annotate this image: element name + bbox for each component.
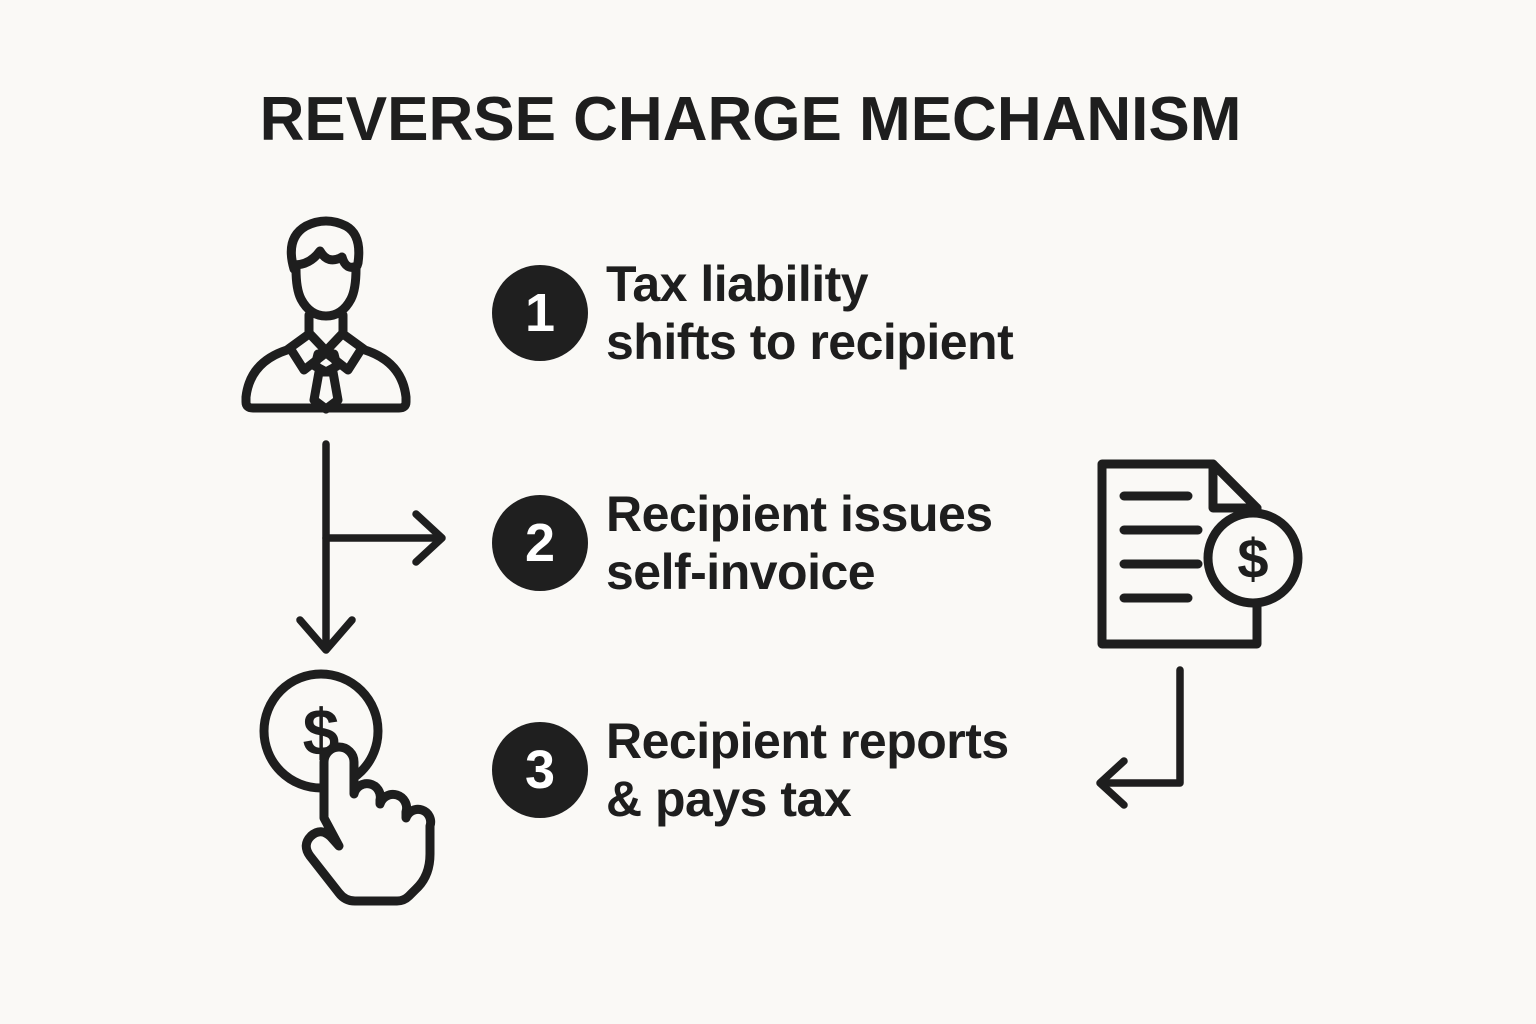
step-row-3: 3 Recipient reports & pays tax [492, 712, 1009, 828]
step-row-1: 1 Tax liability shifts to recipient [492, 255, 1014, 371]
flow-branch-arrow-icon [284, 438, 464, 658]
step-2-line-1: Recipient issues [606, 486, 993, 542]
document-fold-corner [1208, 459, 1262, 513]
step-1-text: Tax liability shifts to recipient [606, 255, 1014, 371]
right-arrowhead [412, 510, 446, 566]
dollar-coin-icon [1203, 508, 1303, 608]
step-1-number: 1 [524, 283, 556, 343]
pay-tap-icon: $ [254, 666, 438, 914]
step-1-badge: 1 [492, 265, 588, 361]
step-3-text: Recipient reports & pays tax [606, 712, 1009, 828]
step-1-line-1: Tax liability [606, 256, 869, 312]
step-2-line-2: self-invoice [606, 544, 876, 600]
step-2-badge: 2 [492, 495, 588, 591]
step-3-line-2: & pays tax [606, 771, 852, 827]
step-2-number: 2 [524, 513, 556, 573]
document-text-lines [1119, 491, 1203, 603]
return-arrow-line [1100, 666, 1184, 787]
dollar-symbol: $ [1237, 527, 1268, 590]
step-3-badge: 3 [492, 722, 588, 818]
step-2-text: Recipient issues self-invoice [606, 485, 993, 601]
step-3-line-1: Recipient reports [606, 713, 1009, 769]
left-arrowhead [1096, 757, 1128, 809]
invoice-document-icon: $ [1094, 456, 1306, 652]
tap-hand-icon [301, 742, 436, 906]
page-title: REVERSE CHARGE MECHANISM [259, 85, 1242, 154]
step-1-line-2: shifts to recipient [606, 314, 1014, 370]
step-row-2: 2 Recipient issues self-invoice [492, 485, 993, 601]
return-arrow-icon [1082, 660, 1212, 816]
down-arrowhead [296, 616, 356, 654]
step-3-number: 3 [524, 740, 556, 800]
business-person-icon [230, 213, 422, 418]
